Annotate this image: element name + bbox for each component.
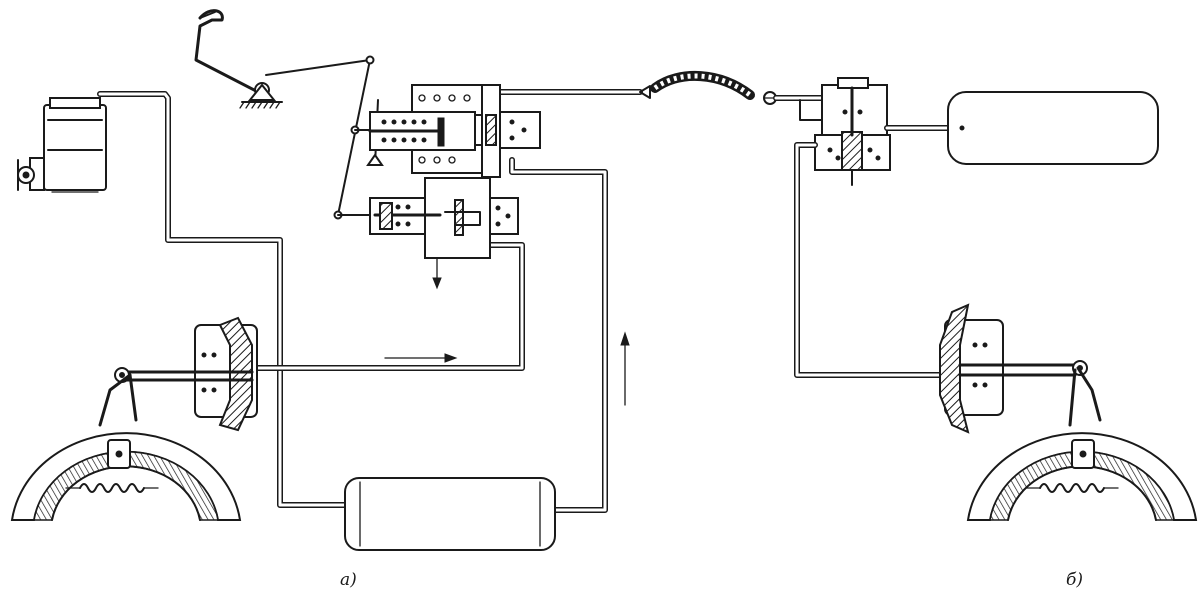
arrow-down-exhaust [432, 254, 442, 290]
flow-arrows [384, 254, 630, 518]
label-system-a: a) [340, 570, 357, 590]
wheel-brake-b [966, 366, 1198, 521]
valve-spring-dots [381, 94, 527, 227]
air-receiver-b [947, 91, 1159, 165]
brake-chamber-b [939, 303, 1088, 434]
brake-pedal-linkage [194, 9, 409, 220]
arrow-up-supply-line [620, 331, 630, 406]
wheel-brake-a [10, 373, 242, 521]
brake-chamber-a [114, 316, 258, 432]
pipes-system-a [97, 89, 643, 513]
relay-valve-b [799, 77, 953, 186]
pipe-system-b [794, 142, 945, 378]
compressor [17, 97, 107, 193]
trailer-connecting-hose [639, 70, 828, 105]
air-receiver-a [344, 477, 556, 551]
brake-valve [368, 84, 541, 259]
label-system-b: б) [1066, 570, 1084, 590]
arrow-right-chamber-line [384, 353, 458, 363]
